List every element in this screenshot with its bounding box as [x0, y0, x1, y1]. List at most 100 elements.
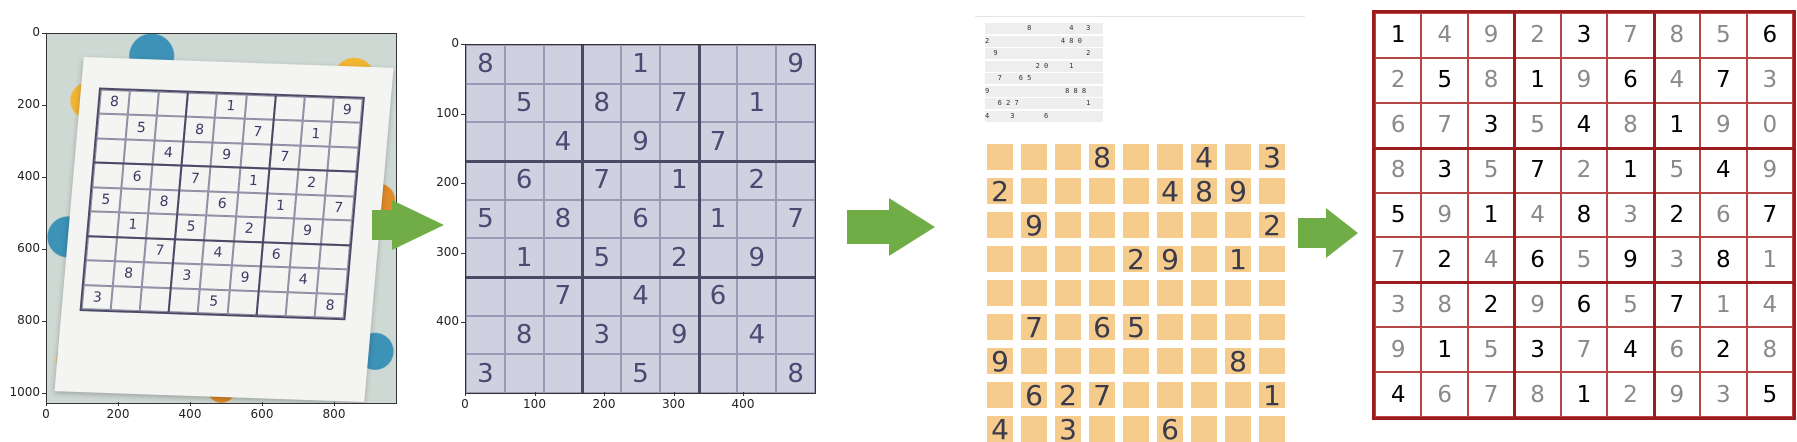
solved-cell: 1	[1375, 13, 1422, 58]
photo-cell	[262, 217, 294, 244]
detected-cell	[987, 314, 1013, 340]
photo-cell: 5	[90, 187, 122, 213]
detected-cell: 7	[1021, 314, 1047, 340]
solved-cell: 8	[1421, 282, 1468, 328]
warped-cell	[737, 45, 777, 84]
solved-cell: 6	[1375, 102, 1422, 148]
detected-cell	[1191, 246, 1217, 272]
detected-text-row: 9 2	[985, 48, 1103, 59]
warped-cell: 8	[776, 354, 815, 393]
solved-cell: 3	[1467, 102, 1515, 148]
warped-cell	[659, 199, 699, 239]
solved-cell: 7	[1560, 327, 1608, 373]
detected-cell	[1259, 314, 1285, 340]
x-tick-mark	[673, 392, 675, 396]
photo-cell: 5	[198, 288, 230, 315]
warped-cell	[543, 45, 583, 84]
detected-cell	[1055, 246, 1081, 272]
solved-cell: 2	[1560, 147, 1608, 193]
warped-cell: 7	[582, 161, 622, 200]
warped-cell: 7	[698, 122, 738, 161]
warped-cell: 5	[466, 199, 505, 239]
warped-cell	[659, 277, 699, 316]
warped-cell	[543, 238, 583, 277]
warped-cell	[621, 161, 660, 200]
photo-cell	[173, 238, 205, 265]
photo-cell: 9	[331, 97, 363, 124]
photo-cell	[146, 213, 178, 239]
solved-cell: 6	[1653, 327, 1701, 373]
solved-cell: 7	[1607, 13, 1654, 58]
detected-text-row: 2 4 8 0	[985, 35, 1103, 47]
y-tick-label: 600	[17, 241, 40, 255]
warped-cell: 5	[504, 83, 544, 123]
solved-cell: 9	[1607, 237, 1654, 283]
warped-box-line	[466, 276, 815, 279]
detected-cell	[1021, 280, 1047, 306]
detected-text-row: 7 6 5	[985, 73, 1103, 84]
detected-cell	[1123, 382, 1149, 408]
y-tick-mark	[42, 249, 46, 250]
warped-cell	[543, 354, 583, 393]
x-tick-mark	[465, 392, 466, 396]
solved-cell: 3	[1514, 327, 1561, 373]
detected-cell	[1225, 382, 1251, 408]
detected-cell	[987, 382, 1013, 408]
detected-cell	[1123, 144, 1149, 170]
warped-cell	[659, 354, 699, 393]
photo-cell: 4	[287, 267, 319, 293]
solved-cell: 3	[1746, 57, 1793, 103]
solved-cell: 5	[1467, 147, 1515, 193]
solved-cell: 3	[1421, 147, 1468, 193]
solved-cell: 7	[1700, 57, 1747, 103]
solved-cell: 2	[1375, 57, 1422, 103]
warped-cell	[776, 315, 815, 355]
warped-cell: 4	[543, 122, 583, 161]
detected-cell	[1157, 314, 1183, 340]
photo-cell: 8	[183, 117, 216, 143]
y-tick-mark	[42, 177, 46, 178]
photo-cell	[298, 145, 330, 171]
warped-cell	[698, 315, 738, 355]
photo-cell	[85, 235, 118, 262]
solved-cell: 2	[1421, 237, 1468, 283]
warped-cell: 8	[543, 199, 583, 239]
photo-cell	[329, 122, 361, 148]
photo-cell	[200, 264, 232, 290]
photo-cell	[94, 138, 126, 164]
detected-cell	[1157, 280, 1183, 306]
solved-cell: 2	[1700, 327, 1747, 373]
detected-cell: 1	[1259, 382, 1285, 408]
solved-cell: 2	[1607, 372, 1654, 417]
warped-cell	[582, 45, 622, 84]
warped-cell: 2	[659, 238, 699, 277]
solved-cell: 9	[1467, 13, 1515, 58]
detected-cell	[1021, 246, 1047, 272]
photo-cell	[302, 96, 334, 123]
detected-cell	[1123, 212, 1149, 238]
detected-cell	[987, 212, 1013, 238]
photo-cell	[139, 286, 172, 313]
solved-cell: 6	[1607, 57, 1654, 103]
solved-cell: 0	[1746, 102, 1793, 148]
warped-cell: 8	[466, 45, 505, 84]
photo-cell	[83, 260, 116, 286]
photo-cell	[204, 215, 236, 241]
photo-cell: 4	[202, 239, 234, 266]
warped-cell	[466, 122, 505, 161]
warped-box-line	[466, 160, 815, 163]
y-tick-label: 300	[436, 244, 459, 259]
photo-cell	[256, 290, 288, 317]
warped-cell	[504, 354, 544, 393]
warped-cell	[737, 199, 777, 239]
warped-cell	[504, 45, 544, 84]
solved-cell: 8	[1375, 147, 1422, 193]
photo-cell: 5	[125, 115, 157, 141]
y-tick-mark	[461, 183, 465, 184]
solved-box-line	[1375, 146, 1793, 150]
solved-cell: 6	[1514, 237, 1561, 283]
detected-cell: 9	[1021, 212, 1047, 238]
solved-cell: 9	[1700, 102, 1747, 148]
photo-cell	[271, 120, 303, 146]
